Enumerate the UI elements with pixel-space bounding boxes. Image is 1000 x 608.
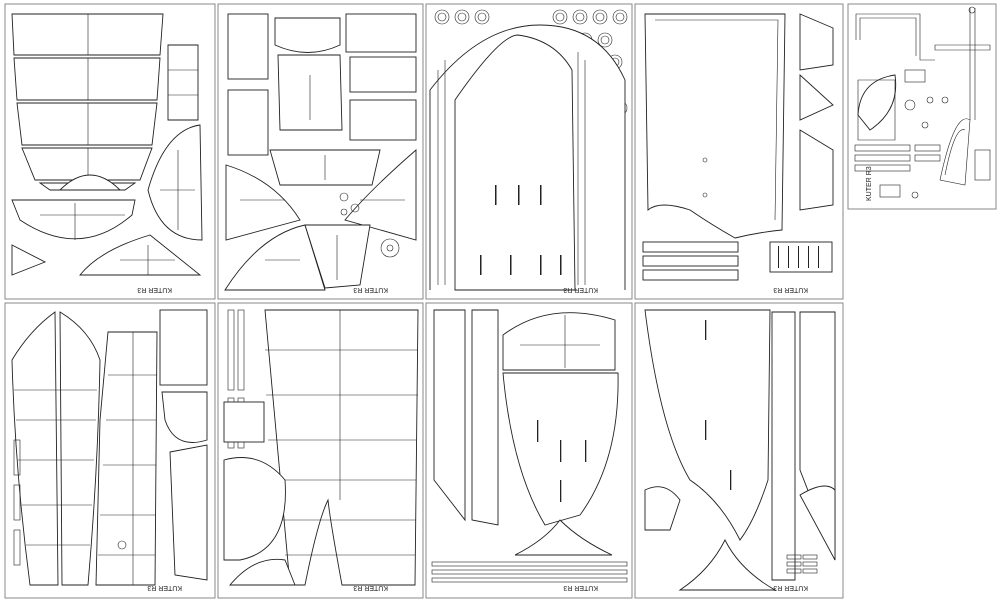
sheet-1-fin-part — [79, 234, 202, 276]
sheet-1-label: KUTER R3 — [137, 286, 172, 293]
sheet-9-label: KUTER R3 — [773, 584, 808, 591]
sheet-1-hull-panels — [11, 13, 164, 191]
sheet-1: KUTER R3 — [4, 3, 216, 300]
sheet-4-label: KUTER R3 — [773, 286, 808, 293]
sheet-5-label: KUTER R3 — [866, 166, 873, 201]
sheet-2: KUTER R3 — [217, 3, 424, 300]
sheet-1-side-part — [167, 44, 199, 121]
sheet-6: KUTER R3 — [4, 302, 216, 599]
sheet-5: KUTER R3 — [847, 3, 997, 210]
sheet-7: KUTER R3 — [217, 302, 424, 599]
sheet-4: KUTER R3 — [634, 3, 844, 300]
sheet-7-label: KUTER R3 — [353, 584, 388, 591]
sheet-8: KUTER R3 — [425, 302, 633, 599]
sheet-8-label: KUTER R3 — [563, 584, 598, 591]
sheet-1-bottom-panel — [11, 199, 136, 240]
sheet-2-label: KUTER R3 — [353, 286, 388, 293]
sheet-1-curve-part — [147, 124, 203, 241]
sheet-6-label: KUTER R3 — [147, 584, 182, 591]
sheet-3-label: KUTER R3 — [563, 286, 598, 293]
sheet-3: KUTER R3 — [425, 3, 633, 300]
sheet-9: KUTER R3 — [634, 302, 844, 599]
